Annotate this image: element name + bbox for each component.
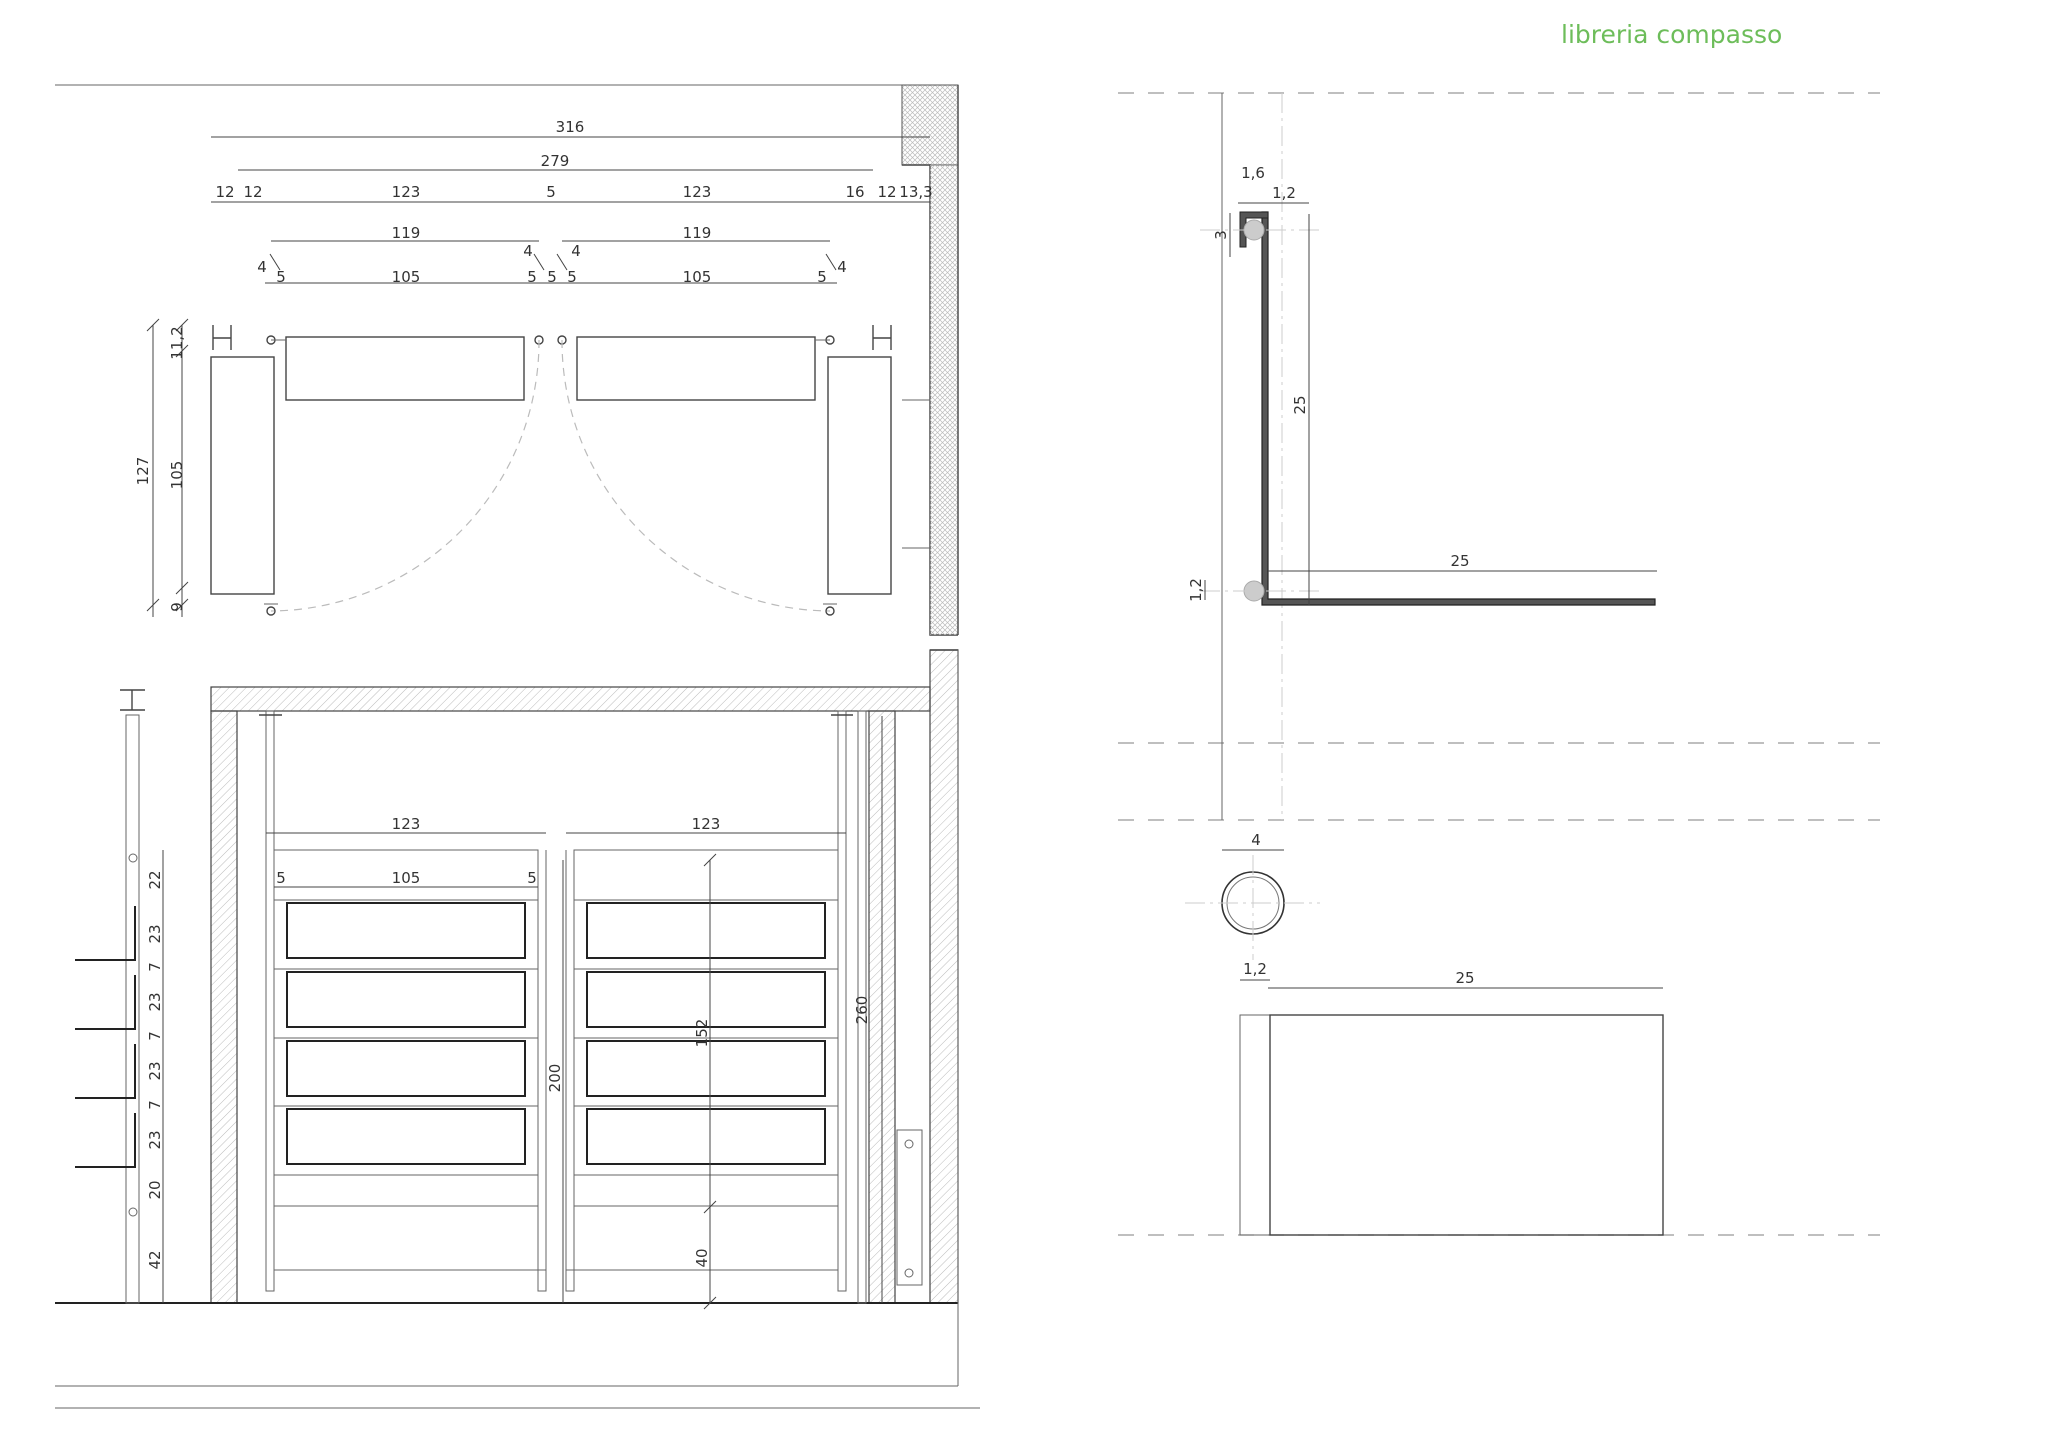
dim-40: 40 [693,1248,711,1267]
dim-42: 42 [146,1250,164,1269]
dim-20: 20 [146,1180,164,1199]
dim-11-2: 11,2 [168,326,186,359]
dim-1-2: 1,2 [1272,184,1296,202]
dim-13-3: 13,3 [899,183,932,201]
dim-123: 123 [392,183,421,201]
dim-123: 123 [392,815,421,833]
dim-23: 23 [146,924,164,943]
dim-4: 4 [837,258,847,276]
dim-12: 12 [243,183,262,201]
dim-5: 5 [527,268,537,286]
dim-4: 4 [523,242,533,260]
dim-12: 12 [877,183,896,201]
dim-1-2: 1,2 [1187,578,1205,602]
dim-5: 5 [546,183,556,201]
dim-5: 5 [817,268,827,286]
dim-7: 7 [146,1100,164,1110]
plan-view [55,84,959,636]
dim-5: 5 [547,268,557,286]
dim-105: 105 [168,461,186,490]
dim-23: 23 [146,1061,164,1080]
dim-119: 119 [392,224,421,242]
dim-22: 22 [146,870,164,889]
dim-5: 5 [276,268,286,286]
right-door [576,336,816,401]
dim-200: 200 [546,1064,564,1093]
shelf-section-detail [1118,92,1880,821]
dim-23: 23 [146,992,164,1011]
front-elevation [55,649,980,1409]
dim-119: 119 [683,224,712,242]
dim-127: 127 [134,457,152,486]
dim-152: 152 [693,1019,711,1048]
tube-and-shelf-detail [1118,849,1880,1236]
dim-5: 5 [567,268,577,286]
dim-316: 316 [556,118,585,136]
dim-5: 5 [527,869,537,887]
left-door [285,336,525,401]
dim-3: 3 [1212,230,1230,240]
right-side-panel [827,356,892,595]
dim-279: 279 [541,152,570,170]
dim-7: 7 [146,1031,164,1041]
dim-9: 9 [168,602,186,612]
dim-16: 16 [845,183,864,201]
drawing-title: libreria compasso [1561,20,1783,49]
dim-25: 25 [1455,969,1474,987]
dim-105: 105 [392,869,421,887]
dim-25: 25 [1450,552,1469,570]
dim-1-2: 1,2 [1243,960,1267,978]
dim-7: 7 [146,962,164,972]
dim-23: 23 [146,1130,164,1149]
dim-4: 4 [571,242,581,260]
dim-123: 123 [683,183,712,201]
dim-105: 105 [392,268,421,286]
dim-1-6: 1,6 [1241,164,1265,182]
left-side-panel [210,356,275,595]
dim-25: 25 [1291,395,1309,414]
dim-4: 4 [257,258,267,276]
dim-12: 12 [215,183,234,201]
dim-123: 123 [692,815,721,833]
dim-5: 5 [276,869,286,887]
dim-4: 4 [1251,831,1261,849]
dim-105: 105 [683,268,712,286]
dim-260: 260 [853,996,871,1025]
